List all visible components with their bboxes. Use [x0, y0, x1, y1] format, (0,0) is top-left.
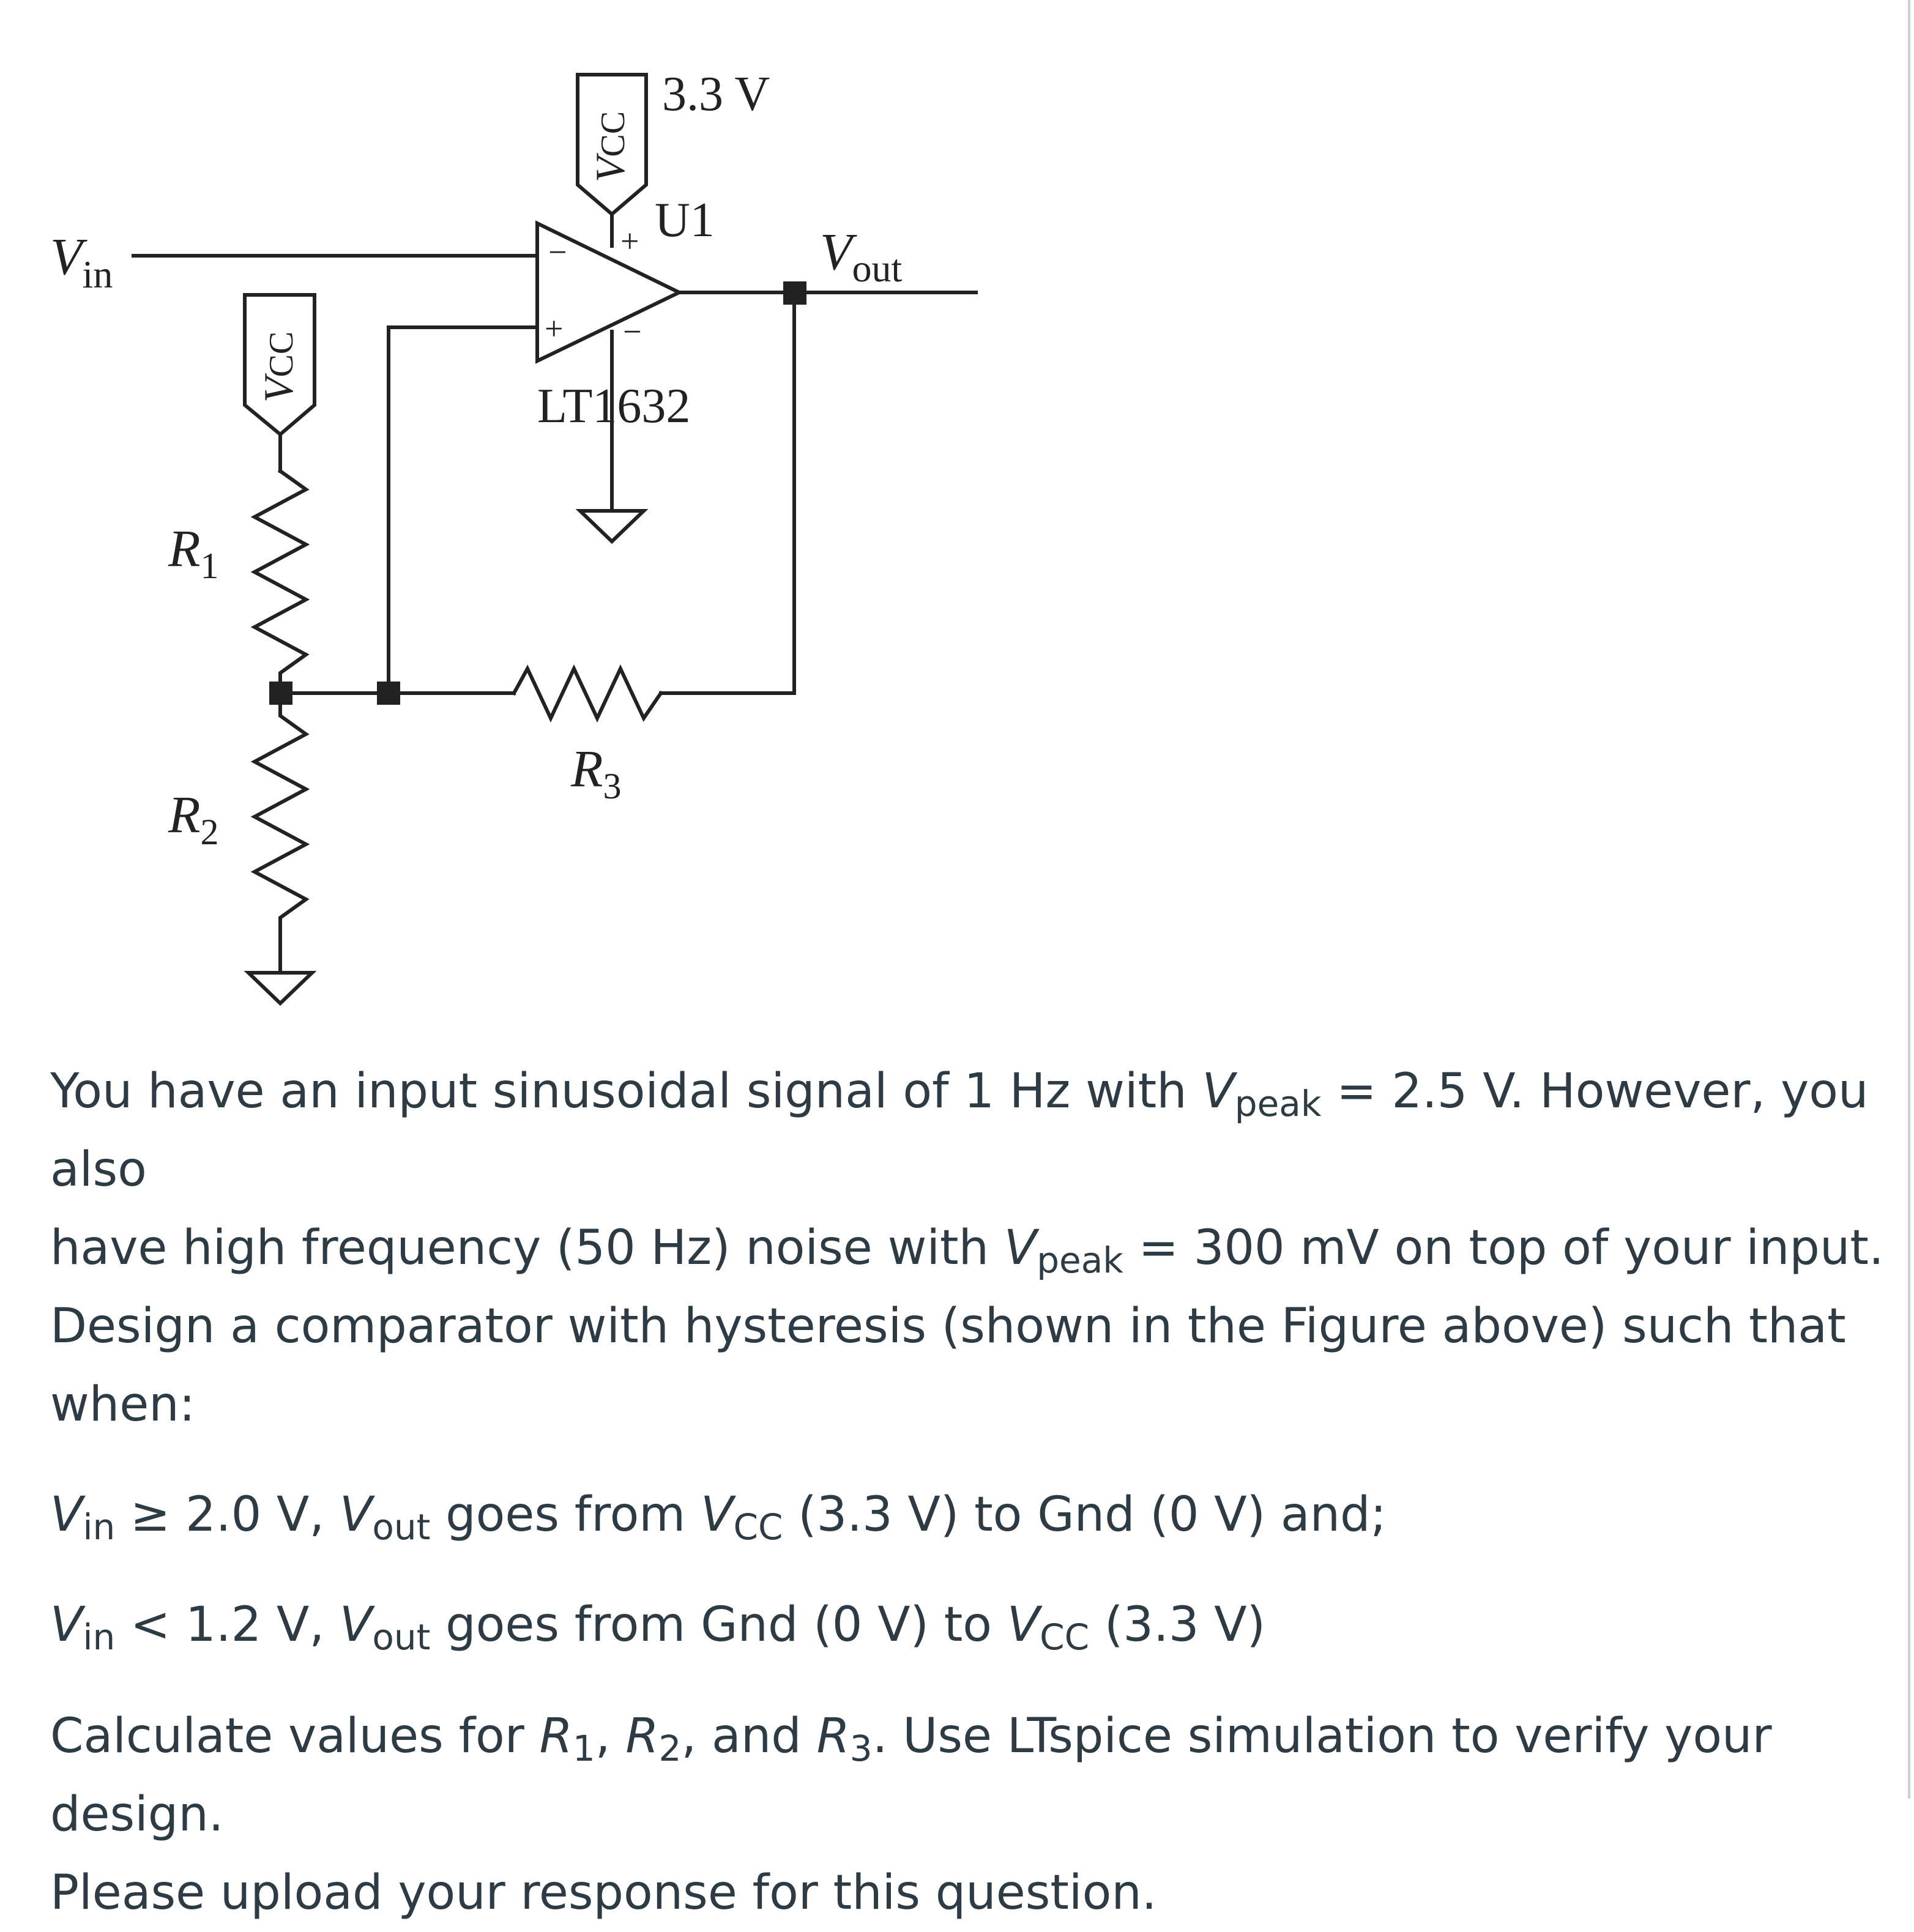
r2-resistor	[250, 691, 310, 975]
r2-label: R2	[168, 785, 219, 852]
condition-high-threshold: Vin ≥ 2.0 V, Vout goes from VCC (3.3 V) …	[50, 1487, 1387, 1548]
pin-plus-top: +	[620, 223, 639, 259]
vin-label: Vin	[50, 227, 113, 296]
node-junction-dot-1	[377, 682, 400, 705]
pin-plus-bottom: +	[545, 310, 563, 347]
opamp-part-label: LT1632	[537, 379, 690, 433]
supply-voltage-label: 3.3 V	[662, 67, 770, 121]
opamp-symbol	[535, 220, 683, 364]
pin-minus-top: −	[548, 234, 567, 270]
opamp-ground-symbol	[575, 509, 649, 544]
r1-label: R1	[168, 519, 219, 586]
r1-resistor	[250, 468, 310, 695]
vcc-divider-label: VCC	[255, 332, 302, 403]
vcc-supply-tag	[576, 73, 648, 217]
question-paragraph-task: Calculate values for R1, R2, and R3. Use…	[50, 1709, 1772, 1920]
r3-resistor	[511, 664, 664, 723]
r3-label: R3	[570, 739, 622, 806]
divider-ground-symbol	[244, 971, 317, 1006]
noninverting-input-wire	[387, 325, 539, 695]
condition-low-threshold: Vin < 1.2 V, Vout goes from Gnd (0 V) to…	[50, 1597, 1266, 1658]
feedback-wire	[659, 291, 796, 695]
question-paragraph-intro: You have an input sinusoidal signal of 1…	[50, 1064, 1884, 1432]
opamp-ref-label: U1	[655, 193, 715, 247]
pin-minus-bottom: −	[623, 313, 641, 350]
vcc-divider-tag	[243, 293, 316, 437]
page-right-border	[1908, 0, 1910, 1799]
comparator-schematic: VCC VCC 3.3 V U1 LT1632 + − + − Vin Vout…	[50, 67, 978, 1006]
vcc-top-label: VCC	[587, 111, 633, 182]
question-text: You have an input sinusoidal signal of 1…	[50, 1052, 1886, 1932]
vout-label: Vout	[820, 222, 903, 290]
